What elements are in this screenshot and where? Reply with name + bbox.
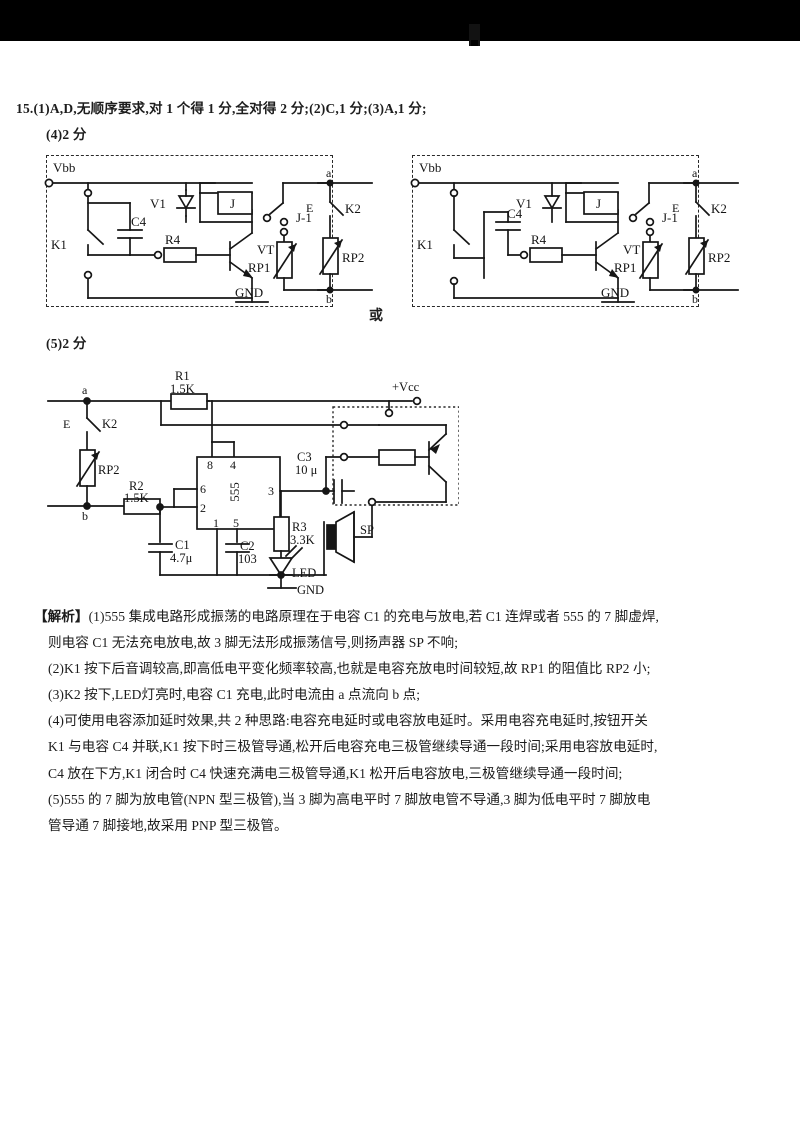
c3-label-r3-value: 3.3K xyxy=(290,533,315,547)
circuit-diagram-3-555-oscillator: 555 a b E K2 RP2 R1 1.5K R2 1.5K +Vcc 8 … xyxy=(47,369,459,597)
c2-label-k1: K1 xyxy=(417,237,433,252)
explanation-line-text: (1)555 集成电路形成振荡的电路原理在于电容 C1 的充电与放电,若 C1 … xyxy=(88,609,659,624)
explanation-line-6: K1 与电容 C4 并联,K1 按下时三极管导通,松开后电容充电三极管继续导通一… xyxy=(34,734,772,760)
c3-label-r2-value: 1.5K xyxy=(124,491,149,505)
explanation-line-text: (5)555 的 7 脚为放电管(NPN 型三极管),当 3 脚为高电平时 7 … xyxy=(48,791,651,807)
c3-label-c3-value: 10 μ xyxy=(295,463,318,477)
c2-switch-glyph: E xyxy=(672,201,679,215)
circuit-3-text-labels: a b E K2 RP2 R1 1.5K R2 1.5K +Vcc 8 4 6 … xyxy=(63,369,420,597)
c3-label-b: b xyxy=(82,509,88,523)
explanation-tag: 【解析】 xyxy=(34,609,89,624)
c3-label-c1-value: 4.7μ xyxy=(170,551,193,565)
explanation-line-8: (5)555 的 7 脚为放电管(NPN 型三极管),当 3 脚为高电平时 7 … xyxy=(34,787,772,813)
page-marker-glyph xyxy=(469,24,480,46)
explanation-line-9: 管导通 7 脚接地,故采用 PNP 型三极管。 xyxy=(34,813,772,839)
c3-label-led: LED xyxy=(292,566,316,580)
c3-label-rp2: RP2 xyxy=(98,463,120,477)
c2-label-k2: K2 xyxy=(711,201,727,216)
c3-label-sp: SP xyxy=(360,523,374,537)
explanation-line-text: (4)可使用电容添加延时效果,共 2 种思路:电容充电延时或电容放电延时。采用电… xyxy=(48,713,648,729)
explanation-block: 【解析】(1)555 集成电路形成振荡的电路原理在于电容 C1 的充电与放电,若… xyxy=(34,604,772,839)
c2-label-a: a xyxy=(692,166,698,180)
c1-label-k1: K1 xyxy=(51,237,67,252)
c1-label-j1: J-1 xyxy=(296,210,312,225)
explanation-line-2: 则电容 C1 无法充电放电,故 3 脚无法形成振荡信号,则扬声器 SP 不响; xyxy=(34,630,772,656)
c2-label-v1: V1 xyxy=(516,196,532,211)
c3-pin-3: 3 xyxy=(268,484,274,498)
c1-label-rp1: RP1 xyxy=(248,260,270,275)
explanation-line-text: 则电容 C1 无法充电放电,故 3 脚无法形成振荡信号,则扬声器 SP 不响; xyxy=(48,635,459,651)
circuit-2-text-labels: Vbb K1 C4 V1 J R4 VT GND J-1 RP1 K2 RP2 … xyxy=(417,160,730,306)
explanation-line-3: (2)K1 按下后音调较高,即高低电平变化频率较高,也就是电容充放电时间较短,故… xyxy=(34,656,772,682)
c1-label-c4: C4 xyxy=(131,214,147,229)
c3-label-gnd: GND xyxy=(297,583,324,597)
c3-label-c3: C3 xyxy=(297,450,312,464)
c2-label-j1: J-1 xyxy=(662,210,678,225)
c1-label-gnd: GND xyxy=(235,285,263,300)
c3-label-r1-value: 1.5K xyxy=(170,382,195,396)
c3-label-555-ic: 555 xyxy=(227,482,242,502)
c1-switch-glyph: E xyxy=(306,201,313,215)
answer-part4-label: (4)2 分 xyxy=(46,127,87,142)
c3-pin-5: 5 xyxy=(233,516,239,530)
explanation-line-text: C4 放在下方,K1 闭合时 C4 快速充满电三极管导通,K1 松开后电容放电,… xyxy=(48,765,623,781)
circuit-2-dashed-frame xyxy=(412,155,699,307)
c1-label-rp2: RP2 xyxy=(342,250,364,265)
c1-label-b: b xyxy=(326,292,332,306)
explanation-line-4: (3)K2 按下,LED灯亮时,电容 C1 充电,此时电流由 a 点流向 b 点… xyxy=(34,682,772,708)
c2-label-vbb: Vbb xyxy=(419,160,441,175)
answer-line-q15: 15.(1)A,D,无顺序要求,对 1 个得 1 分,全对得 2 分;(2)C,… xyxy=(16,101,427,117)
c3-pin-2: 2 xyxy=(200,501,206,515)
c3-label-c2: C2 xyxy=(240,539,255,553)
c2-label-j: J xyxy=(596,196,601,211)
circuit-1-dashed-frame xyxy=(46,155,333,307)
c3-switch-glyph: E xyxy=(63,417,70,431)
c1-label-vbb: Vbb xyxy=(53,160,75,175)
circuit-diagram-1: Vbb K1 C4 V1 J R4 VT GND J-1 RP1 K2 RP2 … xyxy=(44,160,373,306)
c1-label-k2: K2 xyxy=(345,201,361,216)
c3-pin-6: 6 xyxy=(200,482,206,496)
c3-label-r3: R3 xyxy=(292,520,307,534)
c3-label-a: a xyxy=(82,383,88,397)
c3-label-r1: R1 xyxy=(175,369,190,383)
explanation-line-text: 管导通 7 脚接地,故采用 PNP 型三极管。 xyxy=(48,817,288,833)
c1-label-a: a xyxy=(326,166,332,180)
c2-label-b: b xyxy=(692,292,698,306)
c1-label-j: J xyxy=(230,196,235,211)
c1-label-r4: R4 xyxy=(165,232,181,247)
c2-label-vt: VT xyxy=(623,242,640,257)
explanation-line-5: (4)可使用电容添加延时效果,共 2 种思路:电容充电延时或电容放电延时。采用电… xyxy=(34,708,772,734)
c3-label-c1: C1 xyxy=(175,538,190,552)
question-number: 15. xyxy=(16,101,34,116)
circuit-diagram-2: Vbb K1 C4 V1 J R4 VT GND J-1 RP1 K2 RP2 … xyxy=(410,160,739,306)
c3-label-r2: R2 xyxy=(129,479,144,493)
c3-pin-1: 1 xyxy=(213,516,219,530)
c2-label-c4: C4 xyxy=(507,206,523,221)
c2-label-gnd: GND xyxy=(601,285,629,300)
c1-label-v1: V1 xyxy=(150,196,166,211)
answer-part5-label: (5)2 分 xyxy=(46,336,87,351)
c2-label-rp1: RP1 xyxy=(614,260,636,275)
c2-label-rp2: RP2 xyxy=(708,250,730,265)
explanation-line-1: 【解析】(1)555 集成电路形成振荡的电路原理在于电容 C1 的充电与放电,若… xyxy=(34,604,772,630)
or-separator-label: 或 xyxy=(369,309,384,324)
c3-label-vcc: +Vcc xyxy=(392,380,420,394)
c3-label-k2: K2 xyxy=(102,417,117,431)
c1-label-vt: VT xyxy=(257,242,274,257)
c2-label-r4: R4 xyxy=(531,232,547,247)
answer-line-1-text: (1)A,D,无顺序要求,对 1 个得 1 分,全对得 2 分;(2)C,1 分… xyxy=(33,101,427,116)
explanation-line-text: (3)K2 按下,LED灯亮时,电容 C1 充电,此时电流由 a 点流向 b 点… xyxy=(48,687,421,703)
c3-transistor-dotted-region xyxy=(332,406,459,506)
c3-pin-4: 4 xyxy=(230,458,236,472)
explanation-line-7: C4 放在下方,K1 闭合时 C4 快速充满电三极管导通,K1 松开后电容放电,… xyxy=(34,761,772,787)
explanation-line-text: K1 与电容 C4 并联,K1 按下时三极管导通,松开后电容充电三极管继续导通一… xyxy=(48,739,658,755)
c3-pin-8: 8 xyxy=(207,458,213,472)
c3-label-c2-value: 103 xyxy=(238,552,257,566)
circuit-1-text-labels: Vbb K1 C4 V1 J R4 VT GND J-1 RP1 K2 RP2 … xyxy=(51,160,364,306)
explanation-line-text: (2)K1 按下后音调较高,即高低电平变化频率较高,也就是电容充放电时间较短,故… xyxy=(48,661,651,677)
scan-top-black-band xyxy=(0,0,800,46)
